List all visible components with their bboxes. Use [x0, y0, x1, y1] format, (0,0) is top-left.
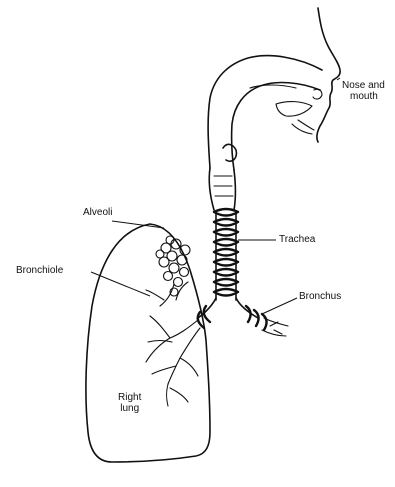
upper-airway [208, 56, 322, 210]
label-alveoli: Alveoli [83, 207, 112, 218]
label-nose-and-mouth-line2: mouth [342, 91, 385, 102]
label-bronchiole: Bronchiole [16, 265, 63, 276]
label-nose-and-mouth-line1: Nose and [342, 80, 385, 91]
label-trachea: Trachea [279, 234, 315, 245]
head-profile [313, 8, 340, 142]
label-bronchus: Bronchus [299, 291, 341, 302]
right-lung [86, 224, 210, 462]
trachea [214, 209, 238, 300]
label-nose-and-mouth: Nose and mouth [342, 80, 385, 102]
bronchi [198, 298, 288, 336]
bronchial-tree [146, 282, 200, 406]
label-right-lung-line2: lung [118, 403, 141, 414]
label-right-lung-line1: Right [118, 392, 141, 403]
label-right-lung: Right lung [118, 392, 141, 414]
